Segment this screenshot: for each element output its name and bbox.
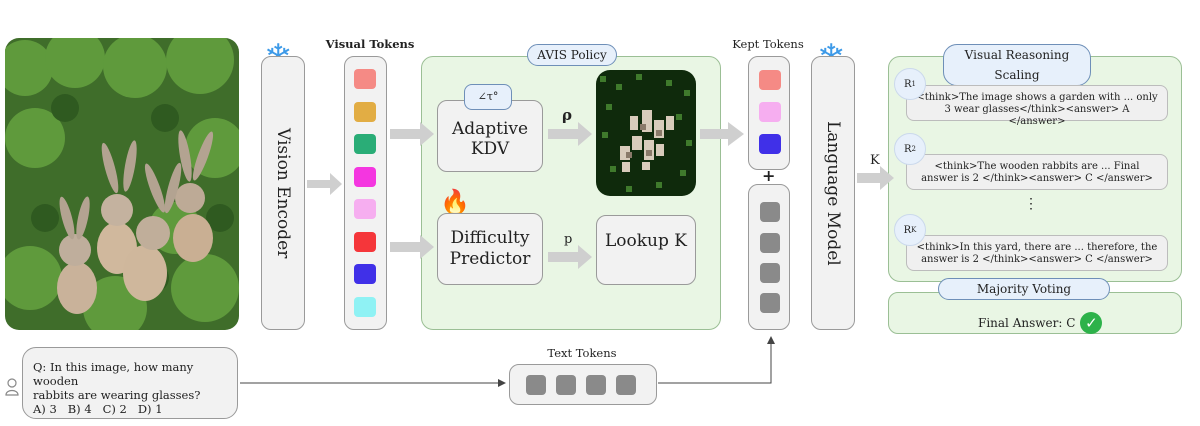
avis-policy-title: AVIS Policy — [527, 44, 617, 66]
k-label: K — [870, 153, 880, 168]
question-options: A) 3 B) 4 C) 2 D) 1 — [33, 402, 163, 416]
angle-badge: ∠τ° — [464, 84, 512, 110]
kept-token — [759, 134, 781, 154]
kept-token — [759, 102, 781, 122]
question-line-1: Q: In this image, how many wooden — [33, 360, 194, 388]
visual-token — [354, 296, 376, 317]
reasoning-item-2: <think>The wooden rabbits are ... Final … — [906, 154, 1168, 190]
angle-label: τ° — [486, 90, 499, 103]
text-tokens-label: Text Tokens — [547, 346, 617, 360]
wooden-rabbits — [57, 130, 214, 314]
text-tokens-row — [509, 364, 657, 405]
plus-sign: + — [762, 166, 776, 185]
reasoning-title: Visual Reasoning Scaling — [943, 44, 1091, 86]
kept-token — [759, 70, 781, 90]
final-answer-text: Final Answer: C — [978, 316, 1076, 330]
adaptive-kdv-block: Adaptive KDV — [437, 100, 543, 172]
visual-token — [354, 166, 376, 187]
visual-token — [354, 69, 376, 89]
user-icon — [5, 378, 19, 396]
visual-token — [354, 101, 376, 122]
voting-title: Majority Voting — [938, 278, 1110, 300]
rho-label: ρ — [562, 106, 572, 124]
angle-icon: ∠ — [477, 90, 487, 103]
checkmark-icon: ✓ — [1080, 312, 1103, 334]
visual-token — [354, 264, 376, 284]
question-box: Q: In this image, how many wooden rabbit… — [22, 347, 238, 419]
lookup-k-label: Lookup K — [605, 231, 687, 251]
pruned-patches — [600, 74, 692, 192]
kept-tokens-column — [748, 56, 790, 170]
final-answer: Final Answer: C ✓ — [978, 312, 1103, 334]
visual-tokens-label: Visual Tokens — [325, 37, 415, 51]
reasoning-item-1: <think>The image shows a garden with ...… — [906, 85, 1168, 127]
reasoning-ellipsis: ⋮ — [1024, 196, 1038, 212]
visual-token — [354, 231, 376, 252]
difficulty-predictor-block: Difficulty Predictor — [437, 213, 543, 285]
visual-tokens-column — [344, 56, 387, 330]
kept-text-tokens-column — [748, 184, 790, 330]
kept-tokens-label: Kept Tokens — [732, 37, 804, 51]
p-label: p — [564, 232, 573, 247]
fire-icon: 🔥 — [440, 188, 470, 216]
language-model-block: Language Model — [811, 56, 855, 330]
visual-token — [354, 199, 376, 219]
garden-rabbits-photo — [5, 38, 239, 330]
language-model-label: Language Model — [823, 120, 843, 266]
difficulty-predictor-label: Difficulty Predictor — [449, 228, 531, 269]
vision-encoder-block: Vision Encoder — [261, 56, 305, 330]
question-line-2: rabbits are wearing glasses? — [33, 388, 201, 402]
reasoning-item-k: <think>In this yard, there are ... there… — [906, 235, 1168, 271]
pruned-image — [596, 70, 696, 196]
lookup-k-block: Lookup K — [596, 215, 696, 285]
vision-encoder-label: Vision Encoder — [273, 127, 293, 259]
input-image — [5, 38, 239, 330]
adaptive-kdv-label: Adaptive KDV — [451, 119, 529, 159]
visual-token — [354, 134, 376, 154]
